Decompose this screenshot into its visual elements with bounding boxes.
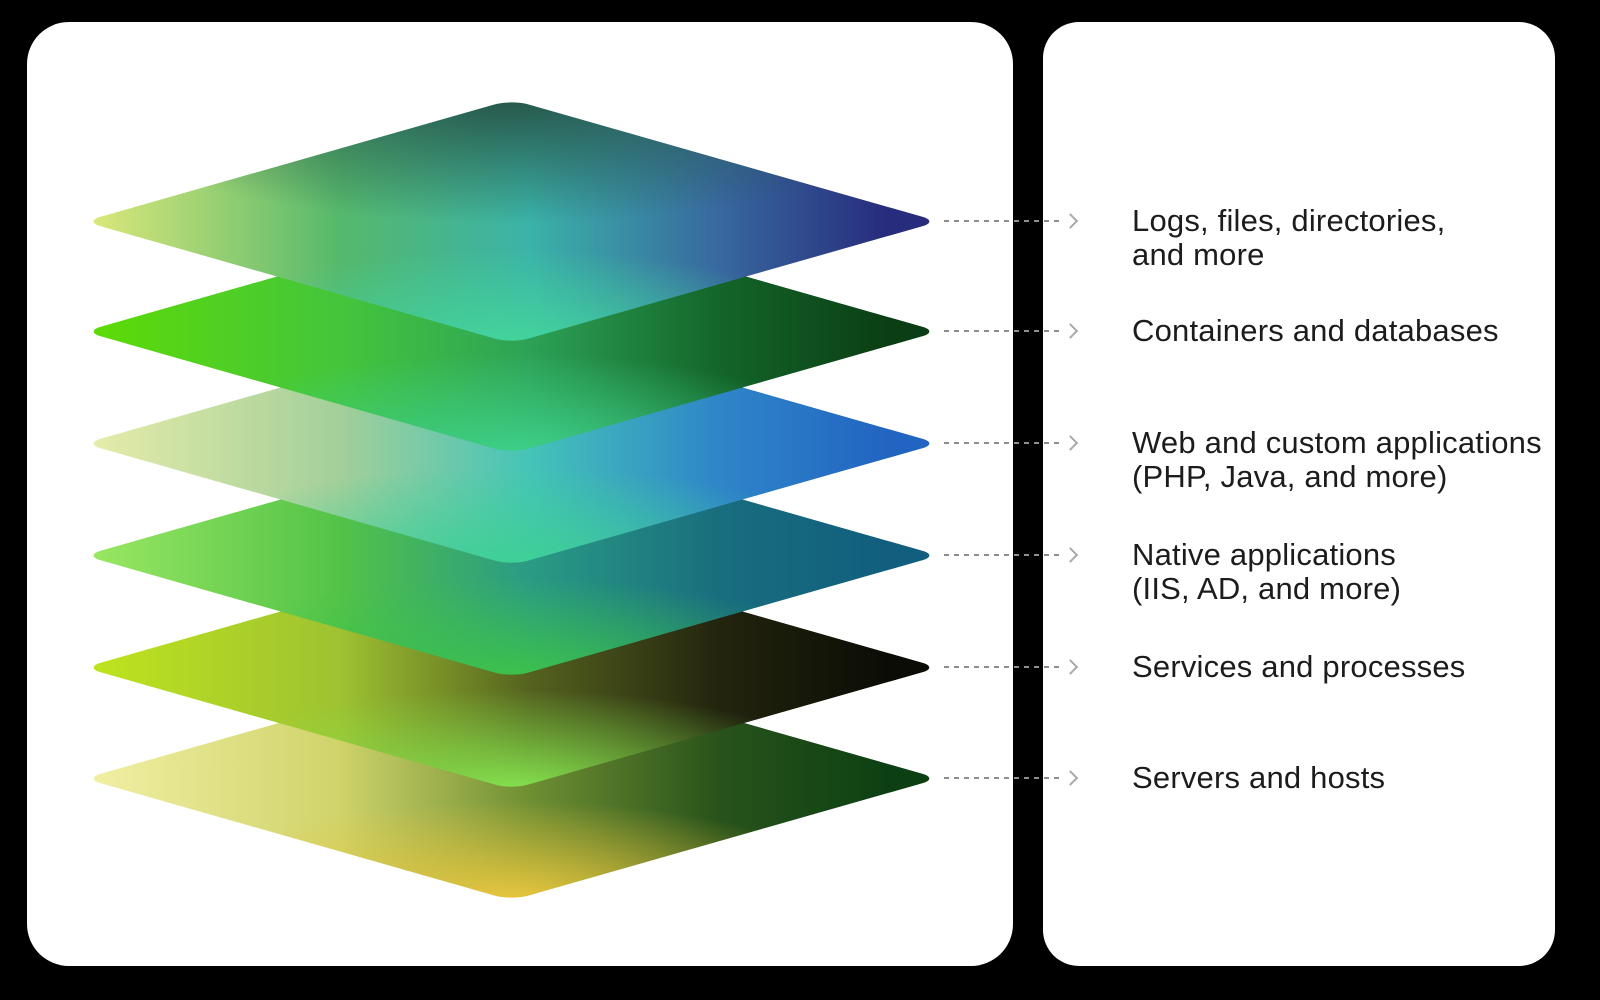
label-web-and-custom-applications: Web and custom applications (PHP, Java, … xyxy=(1132,426,1542,494)
label-native-applications: Native applications (IIS, AD, and more) xyxy=(1132,538,1401,606)
stack-panel xyxy=(27,22,1013,966)
label-line-2: (PHP, Java, and more) xyxy=(1132,459,1448,494)
label-servers-and-hosts: Servers and hosts xyxy=(1132,761,1385,795)
label-line-2: and more xyxy=(1132,237,1265,272)
label-logs-files-directories: Logs, files, directories, and more xyxy=(1132,204,1445,272)
layer-stack xyxy=(27,22,1013,966)
labels-panel: Logs, files, directories, and more Conta… xyxy=(1043,22,1555,966)
label-containers-and-databases: Containers and databases xyxy=(1132,314,1499,348)
label-line-1: Services and processes xyxy=(1132,649,1466,684)
label-services-and-processes: Services and processes xyxy=(1132,650,1466,684)
label-line-1: Native applications xyxy=(1132,537,1397,572)
label-line-1: Containers and databases xyxy=(1132,313,1499,348)
label-line-2: (IIS, AD, and more) xyxy=(1132,571,1402,606)
label-line-1: Logs, files, directories, xyxy=(1132,203,1446,238)
label-line-1: Servers and hosts xyxy=(1132,760,1386,795)
label-line-1: Web and custom applications xyxy=(1132,425,1542,460)
